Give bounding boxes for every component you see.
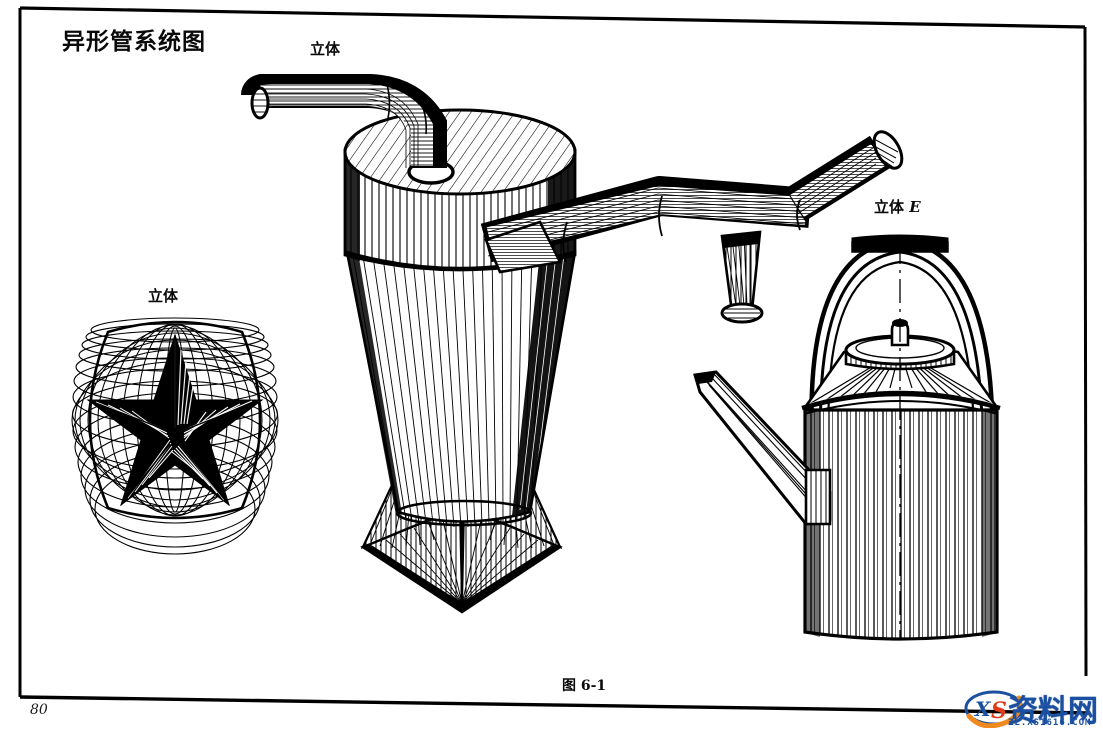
label-oil-can-suffix: E bbox=[909, 198, 921, 216]
figure-cone-hopper bbox=[241, 74, 904, 614]
figure-caption: 图 6-1 bbox=[562, 678, 607, 694]
xs-logo-icon: X S bbox=[964, 690, 1024, 728]
svg-text:X: X bbox=[973, 697, 992, 721]
page-border bbox=[18, 6, 1091, 715]
label-oil-can-main: 立体 bbox=[874, 198, 905, 216]
label-star-barrel: 立体 bbox=[148, 287, 179, 305]
page-number: 80 bbox=[30, 702, 48, 718]
can-body bbox=[801, 391, 1001, 641]
cone-body bbox=[345, 250, 577, 528]
svg-text:S: S bbox=[991, 698, 1007, 724]
watermark-url: ZL.XS1616.COM bbox=[1008, 718, 1092, 728]
can-spout bbox=[693, 370, 832, 526]
figure-oil-can bbox=[693, 234, 1001, 641]
star-shape bbox=[86, 333, 264, 507]
watermark-brand: 资料网 bbox=[1008, 694, 1098, 729]
cylinder-top-face bbox=[343, 108, 577, 196]
site-watermark: X S 资料网 ZL.XS1616.COM bbox=[963, 688, 1103, 734]
inlet-pipe bbox=[241, 74, 447, 168]
page-title: 异形管系统图 bbox=[62, 29, 206, 55]
figure-star-barrel bbox=[71, 317, 279, 555]
branch-pipe bbox=[480, 130, 904, 324]
label-oil-can: 立体 E bbox=[874, 196, 921, 217]
label-cone-assembly: 立体 bbox=[310, 40, 341, 58]
